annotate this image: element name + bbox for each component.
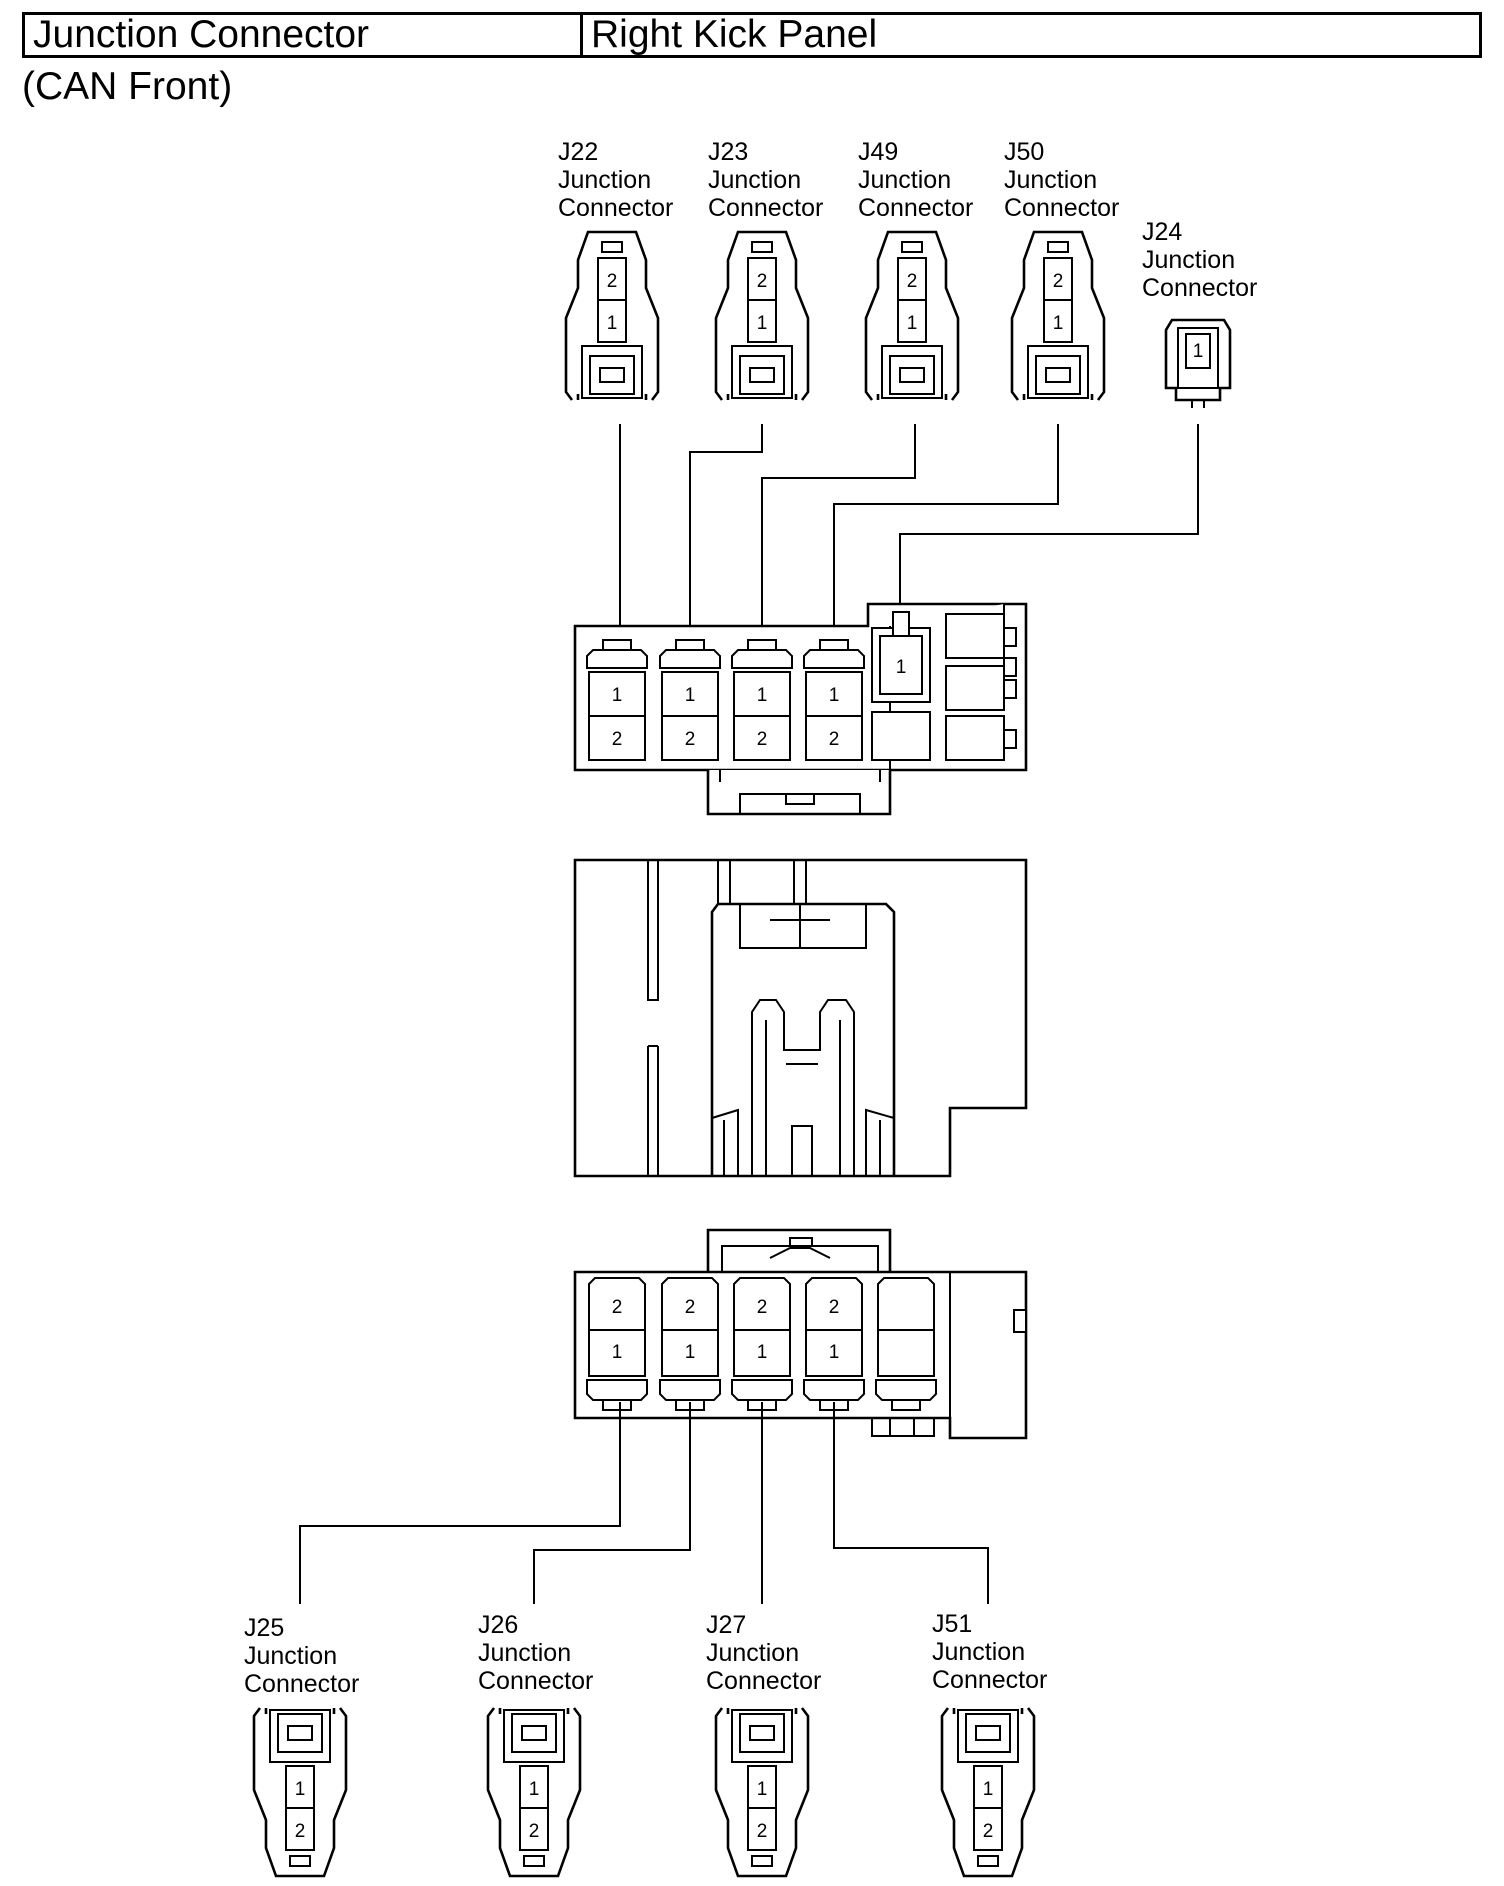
- bottom-connector-j27: J27 Junction Connector 1 2: [706, 1611, 821, 1878]
- top-connector-j22: J22 Junction Connector 2 1: [558, 138, 673, 401]
- cavity-single: 1: [871, 611, 931, 761]
- pin-number: 1: [607, 313, 618, 334]
- connector-label: Junction: [478, 1639, 571, 1667]
- cavity-3: 1 2: [731, 639, 793, 761]
- connector-label: Connector: [478, 1667, 593, 1695]
- header-location: Right Kick Panel: [591, 13, 878, 56]
- subtitle: (CAN Front): [22, 65, 233, 108]
- connector-label: Connector: [932, 1666, 1047, 1694]
- pin-number: 1: [612, 1342, 623, 1363]
- pin-number: 2: [983, 1821, 994, 1842]
- pin-number: 1: [685, 685, 696, 706]
- pin-number: 2: [829, 1297, 840, 1318]
- pin-number: 1: [529, 1779, 540, 1800]
- pin-number: 1: [757, 1342, 768, 1363]
- pin-number: 1: [295, 1779, 306, 1800]
- top-connector-j24: J24 Junction Connector 1: [1142, 218, 1257, 408]
- lower-cavity-3: 2 1: [731, 1277, 793, 1411]
- lower-cavity-4: 2 1: [803, 1277, 865, 1411]
- top-connector-j49: J49 Junction Connector 2 1: [858, 138, 973, 401]
- pin-number: 1: [829, 685, 840, 706]
- connector-label: Junction: [244, 1642, 337, 1670]
- top-connector-j50: J50 Junction Connector 2 1: [1004, 138, 1119, 401]
- connector-label: Connector: [244, 1670, 359, 1698]
- connector-id: J23: [708, 138, 748, 166]
- connector-label: Connector: [1142, 274, 1257, 302]
- pin-number: 1: [983, 1779, 994, 1800]
- connector-id: J26: [478, 1611, 518, 1639]
- pin-number: 2: [757, 271, 768, 292]
- pin-number: 1: [612, 685, 623, 706]
- connector-label: Junction: [858, 166, 951, 194]
- pin-number: 2: [757, 1821, 768, 1842]
- lower-cavity-1: 2 1: [586, 1277, 648, 1411]
- lower-cavity-2: 2 1: [659, 1277, 721, 1411]
- connector-id: J27: [706, 1611, 746, 1639]
- connector-label: Connector: [858, 194, 973, 222]
- pin-number: 2: [685, 1297, 696, 1318]
- cavity-1: 1 2: [586, 639, 648, 761]
- connector-label: Junction: [558, 166, 651, 194]
- bottom-connector-j26: J26 Junction Connector 1 2: [478, 1611, 593, 1878]
- bottom-connector-j51: J51 Junction Connector 1 2: [932, 1610, 1047, 1878]
- upper-connector-block: 1 2 1 2 1 2 1 2: [573, 602, 1028, 816]
- connector-id: J49: [858, 138, 898, 166]
- pin-number: 1: [757, 685, 768, 706]
- pin-number: 1: [757, 313, 768, 334]
- pin-number: 2: [612, 1297, 623, 1318]
- pin-number: 2: [295, 1821, 306, 1842]
- connector-id: J25: [244, 1614, 284, 1642]
- pin-number: 2: [685, 729, 696, 750]
- pin-number: 2: [757, 1297, 768, 1318]
- pin-number: 2: [907, 271, 918, 292]
- connector-label: Junction: [932, 1638, 1025, 1666]
- pin-number: 2: [612, 729, 623, 750]
- pin-number: 2: [757, 729, 768, 750]
- header-table: Junction Connector Right Kick Panel: [22, 12, 1482, 58]
- connector-label: Junction: [706, 1639, 799, 1667]
- connector-id: J50: [1004, 138, 1044, 166]
- top-connector-j23: J23 Junction Connector 2 1: [708, 138, 823, 401]
- lower-connector-block: 2 1 2 1 2 1 2 1: [573, 1228, 1028, 1440]
- connector-label: Connector: [558, 194, 673, 222]
- pin-number: 1: [685, 1342, 696, 1363]
- pin-number: 1: [896, 657, 907, 678]
- lower-cavity-5-empty: [875, 1277, 937, 1411]
- pin-number: 2: [607, 271, 618, 292]
- pin-number: 1: [829, 1342, 840, 1363]
- pin-number: 2: [1053, 271, 1064, 292]
- pin-number: 2: [529, 1821, 540, 1842]
- connector-label: Connector: [708, 194, 823, 222]
- pin-number: 1: [757, 1779, 768, 1800]
- connector-id: J51: [932, 1610, 972, 1638]
- connector-id: J22: [558, 138, 598, 166]
- connector-label: Connector: [1004, 194, 1119, 222]
- cavity-2: 1 2: [659, 639, 721, 761]
- top-wires: [619, 424, 1199, 642]
- bottom-wires: [299, 1402, 989, 1604]
- cavity-4: 1 2: [803, 639, 865, 761]
- bottom-connector-j25: J25 Junction Connector 1 2: [244, 1614, 359, 1878]
- pin-number: 1: [1053, 313, 1064, 334]
- header-location-type: Junction Connector: [25, 15, 583, 55]
- middle-connector-body: [573, 858, 1028, 1178]
- cavity-right-stack: [945, 604, 1017, 761]
- connector-id: J24: [1142, 218, 1182, 246]
- pin-number: 1: [907, 313, 918, 334]
- connector-label: Junction: [1142, 246, 1235, 274]
- connector-label: Junction: [1004, 166, 1097, 194]
- pin-number: 1: [1193, 341, 1204, 362]
- connector-label: Junction: [708, 166, 801, 194]
- pin-number: 2: [829, 729, 840, 750]
- connector-label: Connector: [706, 1667, 821, 1695]
